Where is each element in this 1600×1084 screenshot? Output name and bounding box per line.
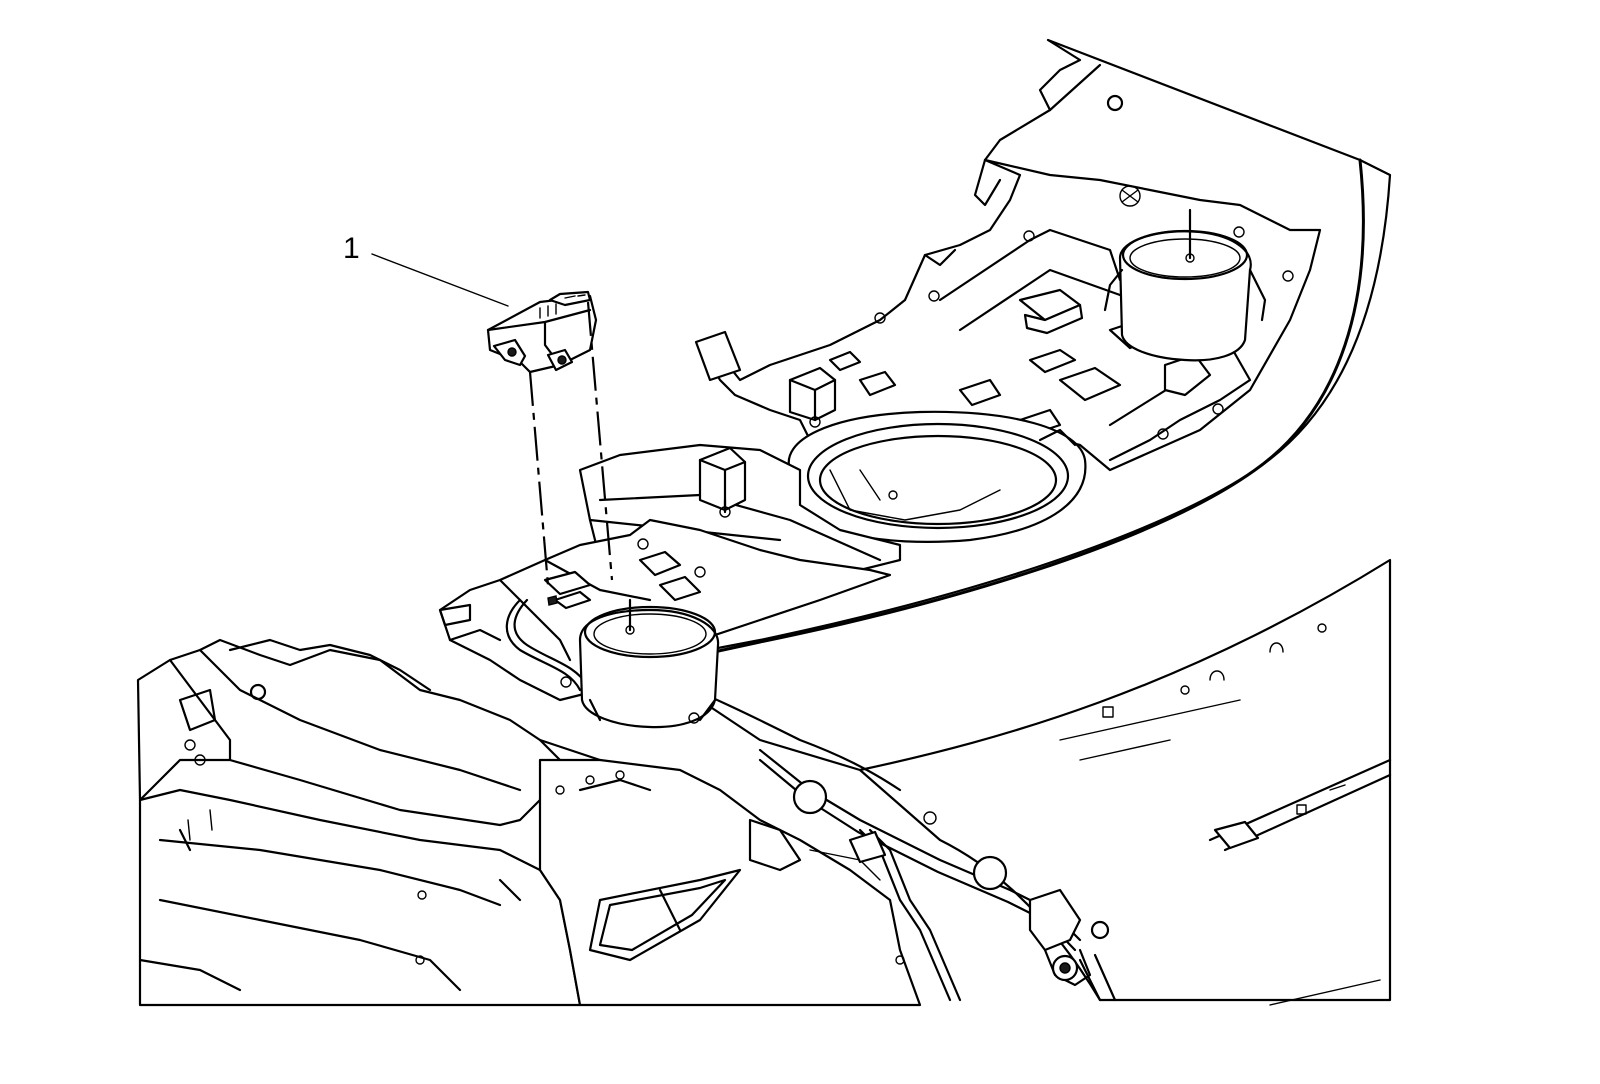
center-speaker-opening	[787, 410, 1087, 543]
lower-floor-center	[538, 758, 922, 1007]
callout-1-label: 1	[343, 232, 360, 265]
right-speaker-housing	[1103, 208, 1267, 362]
installation-guide-lines	[528, 301, 614, 586]
module-component	[486, 290, 598, 374]
left-speaker-housing	[560, 598, 720, 729]
callout-1: 1	[343, 232, 509, 307]
trunk-lid-strut	[758, 748, 1117, 1002]
left-quarter-trim	[136, 638, 642, 1007]
